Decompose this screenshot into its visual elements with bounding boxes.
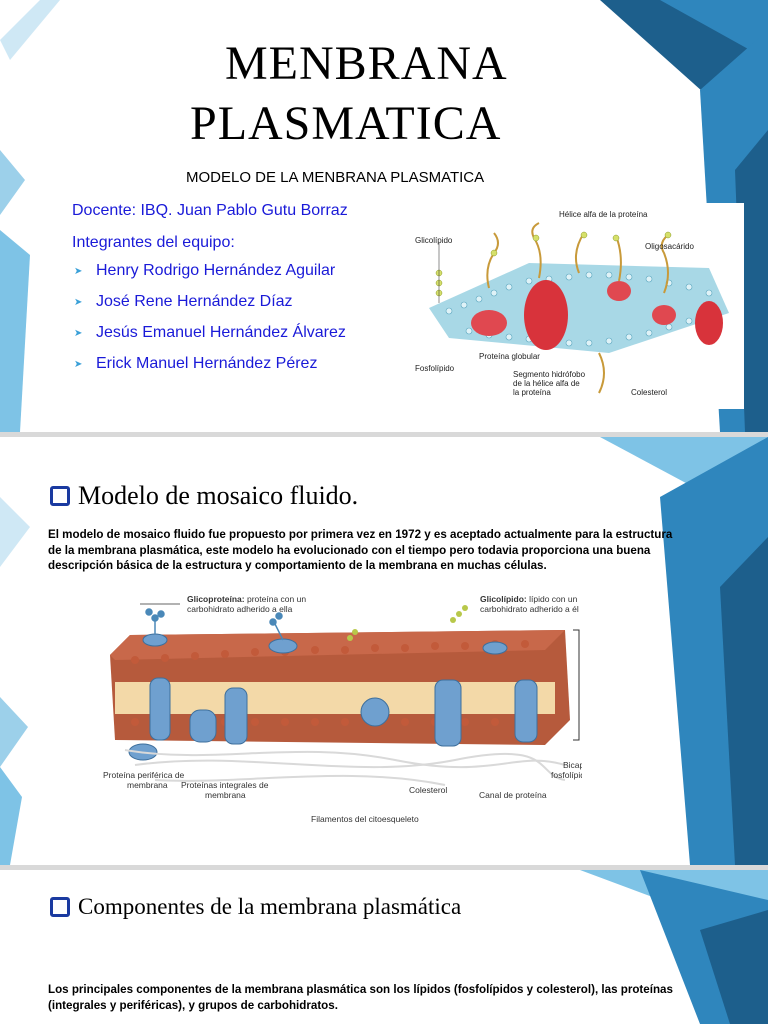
page-title: MENBRANA PLASMATICA — [190, 34, 570, 154]
label-glicoproteina: Glicoproteína: proteína con un — [187, 594, 306, 604]
label-segmento-1: Segmento hidrófobo — [513, 370, 586, 379]
label-colesterol: Colesterol — [409, 785, 447, 795]
integrantes-label: Integrantes del equipo: — [72, 234, 235, 251]
arrow-bullet-icon: ➤ — [74, 266, 83, 277]
list-item: ➤José Rene Hernández Díaz — [74, 293, 293, 310]
section-heading-componentes: Componentes de la membrana plasmática — [50, 894, 461, 920]
paragraph-componentes: Los principales componentes de la membra… — [48, 983, 673, 1012]
section-heading-mosaico: Modelo de mosaico fluido. — [50, 481, 358, 511]
label-helice: Hélice alfa de la proteína — [559, 210, 648, 219]
membrane-figure-1: Glicolípido Hélice alfa de la proteína O… — [409, 203, 744, 409]
label-periferica-1: Proteína periférica de — [103, 770, 185, 780]
fluid-mosaic-illustration: Glicoproteína: proteína con un carbohidr… — [103, 594, 601, 824]
list-item: ➤ Henry Rodrigo Hernández Aguilar — [74, 262, 336, 279]
decorative-background — [580, 870, 768, 1024]
arrow-bullet-icon: ➤ — [74, 297, 83, 308]
label-segmento-3: la proteína — [513, 388, 551, 397]
title-line-2: PLASMATICA — [190, 97, 502, 150]
arrow-bullet-icon: ➤ — [74, 328, 83, 339]
label-periferica-2: membrana — [127, 780, 168, 790]
slide-mosaico: Modelo de mosaico fluido. El modelo de m… — [0, 437, 768, 865]
checkbox-bullet-icon — [50, 897, 70, 917]
label-integrales-2: membrana — [205, 790, 246, 800]
checkbox-bullet-icon — [50, 486, 70, 506]
label-filamentos: Filamentos del citoesqueleto — [311, 814, 419, 824]
list-item: ➤Erick Manuel Hernández Pérez — [74, 355, 318, 372]
label-colesterol: Colesterol — [631, 388, 667, 397]
label-bicapa-2: fosfolípidos — [551, 770, 582, 780]
arrow-bullet-icon: ➤ — [74, 359, 83, 370]
label-glicolipido: Glicolípido — [415, 236, 453, 245]
label-oligosacarido: Oligosacárido — [645, 242, 694, 251]
label-segmento-2: de la hélice alfa de — [513, 379, 580, 388]
label-glicolipido-2: carbohidrato adherido a él — [480, 604, 579, 614]
title-line-1: MENBRANA — [225, 37, 508, 90]
members-list: ➤ Henry Rodrigo Hernández Aguilar ➤José … — [74, 262, 346, 386]
subtitle: MODELO DE LA MENBRANA PLASMATICA — [186, 169, 485, 186]
membrane-illustration: Glicolípido Hélice alfa de la proteína O… — [415, 210, 729, 397]
label-glicoproteina-2: carbohidrato adherido a ella — [187, 604, 293, 614]
label-fosfolipido: Fosfolípido — [415, 364, 455, 373]
membrane-figure-2: Glicoproteína: proteína con un carbohidr… — [95, 590, 601, 830]
slide-title: MENBRANA PLASMATICA MODELO DE LA MENBRAN… — [0, 0, 768, 432]
list-item: ➤Jesús Emanuel Hernández Álvarez — [74, 324, 346, 341]
label-canal: Canal de proteína — [479, 790, 547, 800]
label-proteina-globular: Proteína globular — [479, 352, 540, 361]
label-integrales-1: Proteínas integrales de — [181, 780, 269, 790]
label-glicolipido: Glicolípido: lípido con un — [480, 594, 578, 604]
docente-line: Docente: IBQ. Juan Pablo Gutu Borraz — [72, 202, 348, 219]
decorative-background — [0, 437, 768, 865]
label-bicapa-1: Bicapa de — [563, 760, 582, 770]
slide-componentes: Componentes de la membrana plasmática Lo… — [0, 870, 768, 1024]
paragraph-mosaico: El modelo de mosaico fluido fue propuest… — [48, 528, 673, 572]
